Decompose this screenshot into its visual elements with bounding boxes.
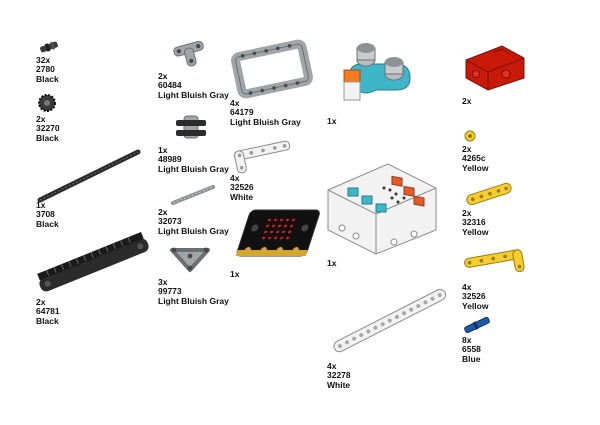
part-caption: 1x [230,269,240,279]
part-caption: 4x 32278 White [327,361,351,390]
part-caption: 1x [327,116,337,126]
part-caption: 1x 3708 Black [36,200,59,229]
part-qty: 2x [462,96,472,106]
part-qty: 1x [327,116,337,126]
part-caption: 2x [462,96,472,106]
part-caption: 2x 64781 Black [36,297,60,326]
part-color: Light Bluish Gray [158,89,229,100]
t-beam-gray-icon [173,40,204,67]
peg-black-icon [40,41,58,53]
ultrasonic-sensor-icon [343,43,411,101]
part-qty: 1x [36,200,46,210]
part-color: Light Bluish Gray [158,163,229,174]
part-caption: 1x [327,258,337,268]
part-color: White [230,191,254,202]
part-qty: 4x [462,282,472,292]
part-caption: 1x 48989 Light Bluish Gray [158,145,229,174]
part-color: Yellow [462,226,489,237]
part-qty: 2x [158,71,168,81]
part-color: White [327,379,351,390]
part-caption: 3x 99773 Light Bluish Gray [158,277,229,306]
part-color: Black [36,218,59,229]
part-caption: 4x 32526 Yellow [462,282,489,311]
part-qty: 8x [462,335,472,345]
triangle-liftarm-gray-icon [170,247,210,272]
microbit-board-icon [235,209,320,257]
part-qty: 2x [462,144,472,154]
axle-gray-icon [171,185,215,205]
part-number: 4265c [462,153,486,164]
gear-black-icon [38,94,56,112]
part-color: Light Bluish Gray [158,295,229,306]
part-caption: 2x 32316 Yellow [462,208,489,237]
part-caption: 2x 32270 Black [36,114,60,143]
part-qty: 3x [158,277,168,287]
part-number: 64179 [230,107,254,118]
part-number: 32073 [158,216,182,227]
part-qty: 1x [327,258,337,268]
gear-rack-black-icon [37,231,149,292]
part-color: Yellow [462,300,489,311]
part-qty: 1x [158,145,168,155]
part-color: Black [36,315,59,326]
part-number: 99773 [158,286,182,297]
part-caption: 8x 6558 Blue [462,335,481,364]
part-number: 2780 [36,64,55,75]
part-qty: 2x [36,297,46,307]
l-beam-yellow-icon [464,249,525,273]
part-number: 48989 [158,154,182,165]
part-number: 6558 [462,344,481,355]
part-caption: 32x 2780 Black [36,55,59,84]
part-caption: 2x 60484 Light Bluish Gray [158,71,229,100]
part-caption: 2x 32073 Light Bluish Gray [158,207,229,236]
long-beam-white-icon [333,288,447,353]
part-color: Blue [462,353,481,364]
bush-yellow-icon [464,130,476,142]
part-qty: 4x [327,361,337,371]
part-qty: 2x [158,207,168,217]
part-color: Black [36,132,59,143]
part-color: Yellow [462,162,489,173]
part-qty: 4x [230,173,240,183]
part-number: 3708 [36,209,55,220]
part-qty: 2x [36,114,46,124]
part-caption: 4x 64179 Light Bluish Gray [230,98,301,127]
part-number: 32526 [462,291,486,302]
frame-gray-icon [231,39,313,99]
part-number: 60484 [158,80,182,91]
part-qty: 4x [230,98,240,108]
connector-gray-icon [176,115,206,139]
part-color: Light Bluish Gray [158,225,229,236]
part-qty: 32x [36,55,51,65]
part-caption: 4x 32526 White [230,173,254,202]
red-motor-icon [465,45,525,91]
part-color: Black [36,73,59,84]
part-number: 32526 [230,182,254,193]
beam-yellow-icon [466,182,512,206]
part-caption: 2x 4265c Yellow [462,144,489,173]
part-qty: 1x [230,269,240,279]
axle-black-icon [37,149,141,203]
peg-blue-icon [464,316,490,334]
part-number: 32270 [36,123,60,134]
l-beam-white-icon [233,140,291,174]
part-number: 32316 [462,217,486,228]
part-number: 64781 [36,306,60,317]
part-color: Light Bluish Gray [230,116,301,127]
part-number: 32278 [327,370,351,381]
expansion-box-icon [327,163,437,255]
part-qty: 2x [462,208,472,218]
